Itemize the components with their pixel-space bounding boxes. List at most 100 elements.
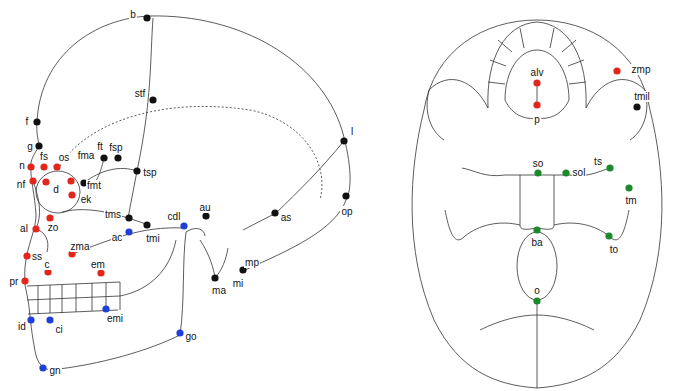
landmark-dot (46, 316, 53, 323)
landmark-dot (125, 214, 132, 221)
landmark-label: zmp (631, 64, 652, 75)
nasal (33, 181, 48, 252)
zygomatic-arch (62, 210, 184, 254)
occipital (480, 300, 594, 388)
landmark-label: g (26, 141, 34, 152)
landmark-dot (125, 228, 132, 235)
landmark-dot (67, 177, 74, 184)
landmark-label: go (184, 331, 197, 342)
mastoid (200, 240, 228, 278)
landmark-label: fs (39, 151, 49, 162)
landmark-label: sol (572, 167, 587, 178)
cranium-outline (37, 16, 350, 270)
landmark-label: p (533, 114, 541, 125)
landmark-label: fma (77, 150, 96, 161)
landmark-label: so (532, 158, 545, 169)
landmark-label: as (280, 212, 293, 223)
landmark-dot (533, 101, 540, 108)
landmark-label: tsp (142, 167, 157, 178)
landmark-dot (176, 329, 183, 336)
landmark-dot (533, 226, 540, 233)
landmark-label: c (44, 259, 51, 270)
landmark-dot (271, 209, 278, 216)
landmark-dot (133, 167, 140, 174)
landmark-label: au (198, 202, 211, 213)
landmark-label: tms (104, 209, 122, 220)
landmark-label: op (340, 206, 353, 217)
landmark-label: n (18, 160, 26, 171)
sutures (84, 18, 344, 230)
landmark-label: cdl (167, 211, 182, 222)
basi-sphenoid (462, 168, 612, 229)
zygomatic-arches (427, 80, 647, 140)
landmark-label: emi (106, 313, 124, 324)
mandible-ramus (120, 229, 205, 296)
landmark-dot (202, 212, 209, 219)
landmark-label: id (17, 321, 27, 332)
landmark-dot (42, 178, 49, 185)
landmark-label: pr (9, 276, 20, 287)
landmark-label: ci (54, 324, 63, 335)
landmark-dot (633, 103, 640, 110)
landmark-dot (533, 297, 540, 304)
landmark-dot (562, 169, 569, 176)
landmark-label: tmil (633, 91, 651, 102)
landmark-label: tm (624, 195, 637, 206)
landmark-dot (21, 277, 28, 284)
base-outline (412, 20, 662, 388)
landmark-dot (68, 191, 75, 198)
landmark-dot (625, 184, 632, 191)
landmark-dot (23, 252, 30, 259)
landmark-dot (613, 67, 620, 74)
petrous (445, 210, 629, 240)
face-outline (25, 122, 186, 370)
landmark-label: ss (31, 251, 43, 262)
landmark-label: zma (70, 241, 91, 252)
landmark-dot (27, 316, 34, 323)
foramen-magnum (517, 232, 557, 300)
landmark-label: ma (211, 285, 227, 296)
landmark-dot (342, 192, 349, 199)
landmark-dot (114, 154, 121, 161)
landmark-dot (143, 14, 150, 21)
landmark-label: o (533, 285, 541, 296)
landmark-dot (340, 137, 347, 144)
landmark-dot (53, 163, 60, 170)
landmark-label: mi (232, 278, 245, 289)
landmark-label: d (52, 184, 60, 195)
teeth (27, 282, 120, 314)
landmark-label: zo (47, 222, 60, 233)
landmark-dot (149, 96, 156, 103)
landmark-label: nf (16, 179, 26, 190)
orbit (36, 171, 80, 213)
landmark-dot (180, 222, 187, 229)
landmark-dot (40, 163, 47, 170)
landmark-dot (100, 154, 107, 161)
landmark-dot (97, 269, 104, 276)
landmark-dot (27, 163, 34, 170)
landmark-dot (606, 164, 613, 171)
landmark-label: l (350, 126, 354, 137)
landmark-dot (534, 169, 541, 176)
landmark-label: f (25, 116, 30, 127)
landmark-label: fmt (86, 180, 102, 191)
landmark-dot (33, 118, 40, 125)
landmark-label: ts (593, 156, 603, 167)
landmark-label: ek (80, 194, 93, 205)
landmark-label: alv (530, 67, 545, 78)
landmark-dot (29, 177, 36, 184)
landmark-label: b (129, 9, 137, 20)
landmark-dot (143, 221, 150, 228)
landmark-dot (35, 142, 42, 149)
landmark-label: ac (111, 232, 124, 243)
landmark-dot (533, 79, 540, 86)
landmark-label: mp (244, 257, 260, 268)
landmark-dot (605, 232, 612, 239)
landmark-label: ft (96, 141, 104, 152)
landmark-label: os (58, 152, 71, 163)
landmark-dot (39, 364, 46, 371)
landmark-label: stf (134, 88, 147, 99)
landmark-dot (211, 274, 218, 281)
